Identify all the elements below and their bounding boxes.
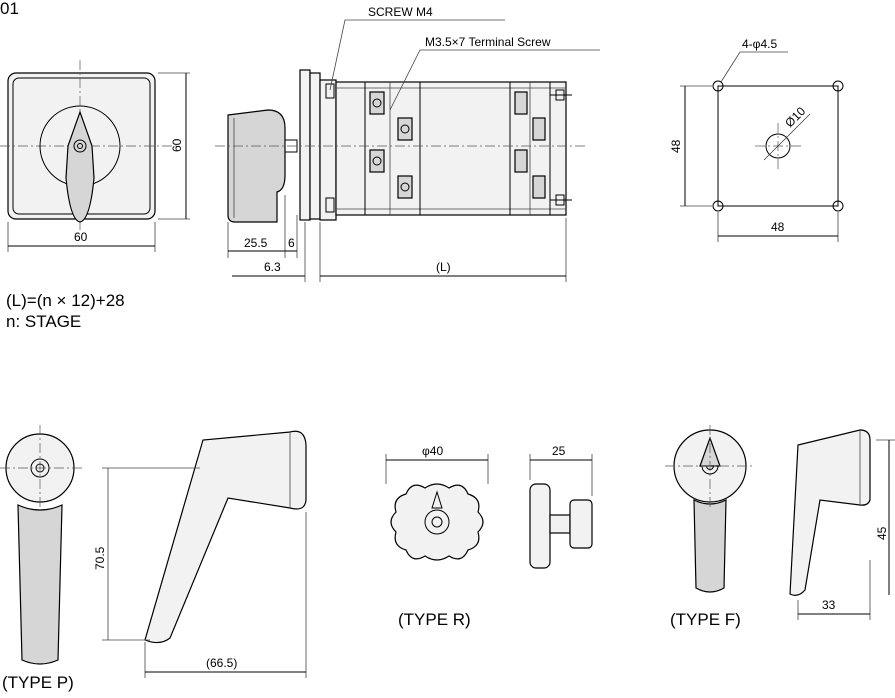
type-f-handle: 33 45 (TYPE F) (665, 425, 895, 629)
dim-typer-depth: 25 (552, 444, 566, 458)
caption-type-r: (TYPE R) (398, 610, 471, 629)
dim-cutout-height: 48 (669, 139, 683, 153)
label-holes: 4-φ4.5 (742, 37, 777, 51)
caption-type-p: (TYPE P) (2, 673, 74, 692)
dim-panel-gap: 6 (288, 236, 295, 250)
dim-typep-length: (66.5) (206, 656, 237, 670)
figure-label: 01 (0, 0, 19, 18)
formula-line2: n: STAGE (6, 312, 81, 331)
dim-length: (L) (436, 260, 451, 274)
dim-typef-height: 45 (875, 526, 889, 540)
dim-offset: 6.3 (264, 260, 281, 274)
dim-knob-depth: 25.5 (244, 236, 268, 250)
dim-cutout-width: 48 (771, 220, 785, 234)
type-p-handle: 70.5 (66.5) (TYPE P) (0, 425, 307, 692)
panel-cutout-view: Ø10 4-φ4.5 48 48 (669, 37, 844, 242)
dim-typer-diameter: φ40 (422, 444, 443, 458)
caption-type-f: (TYPE F) (670, 610, 741, 629)
dim-front-width: 60 (74, 230, 88, 244)
formula-line1: (L)=(n × 12)+28 (6, 291, 125, 310)
type-r-knob: φ40 25 (TYPE R) (385, 444, 593, 629)
dim-typef-length: 33 (822, 598, 836, 612)
label-screw: SCREW M4 (368, 5, 433, 19)
label-center-hole: Ø10 (782, 104, 808, 130)
label-terminal-screw: M3.5×7 Terminal Screw (425, 35, 551, 49)
side-view: SCREW M4 M3.5×7 Terminal Screw 25.5 6 6.… (215, 5, 600, 282)
front-view: 60 60 (0, 60, 190, 252)
dim-front-height: 60 (170, 138, 184, 152)
dim-typep-height: 70.5 (93, 546, 107, 570)
